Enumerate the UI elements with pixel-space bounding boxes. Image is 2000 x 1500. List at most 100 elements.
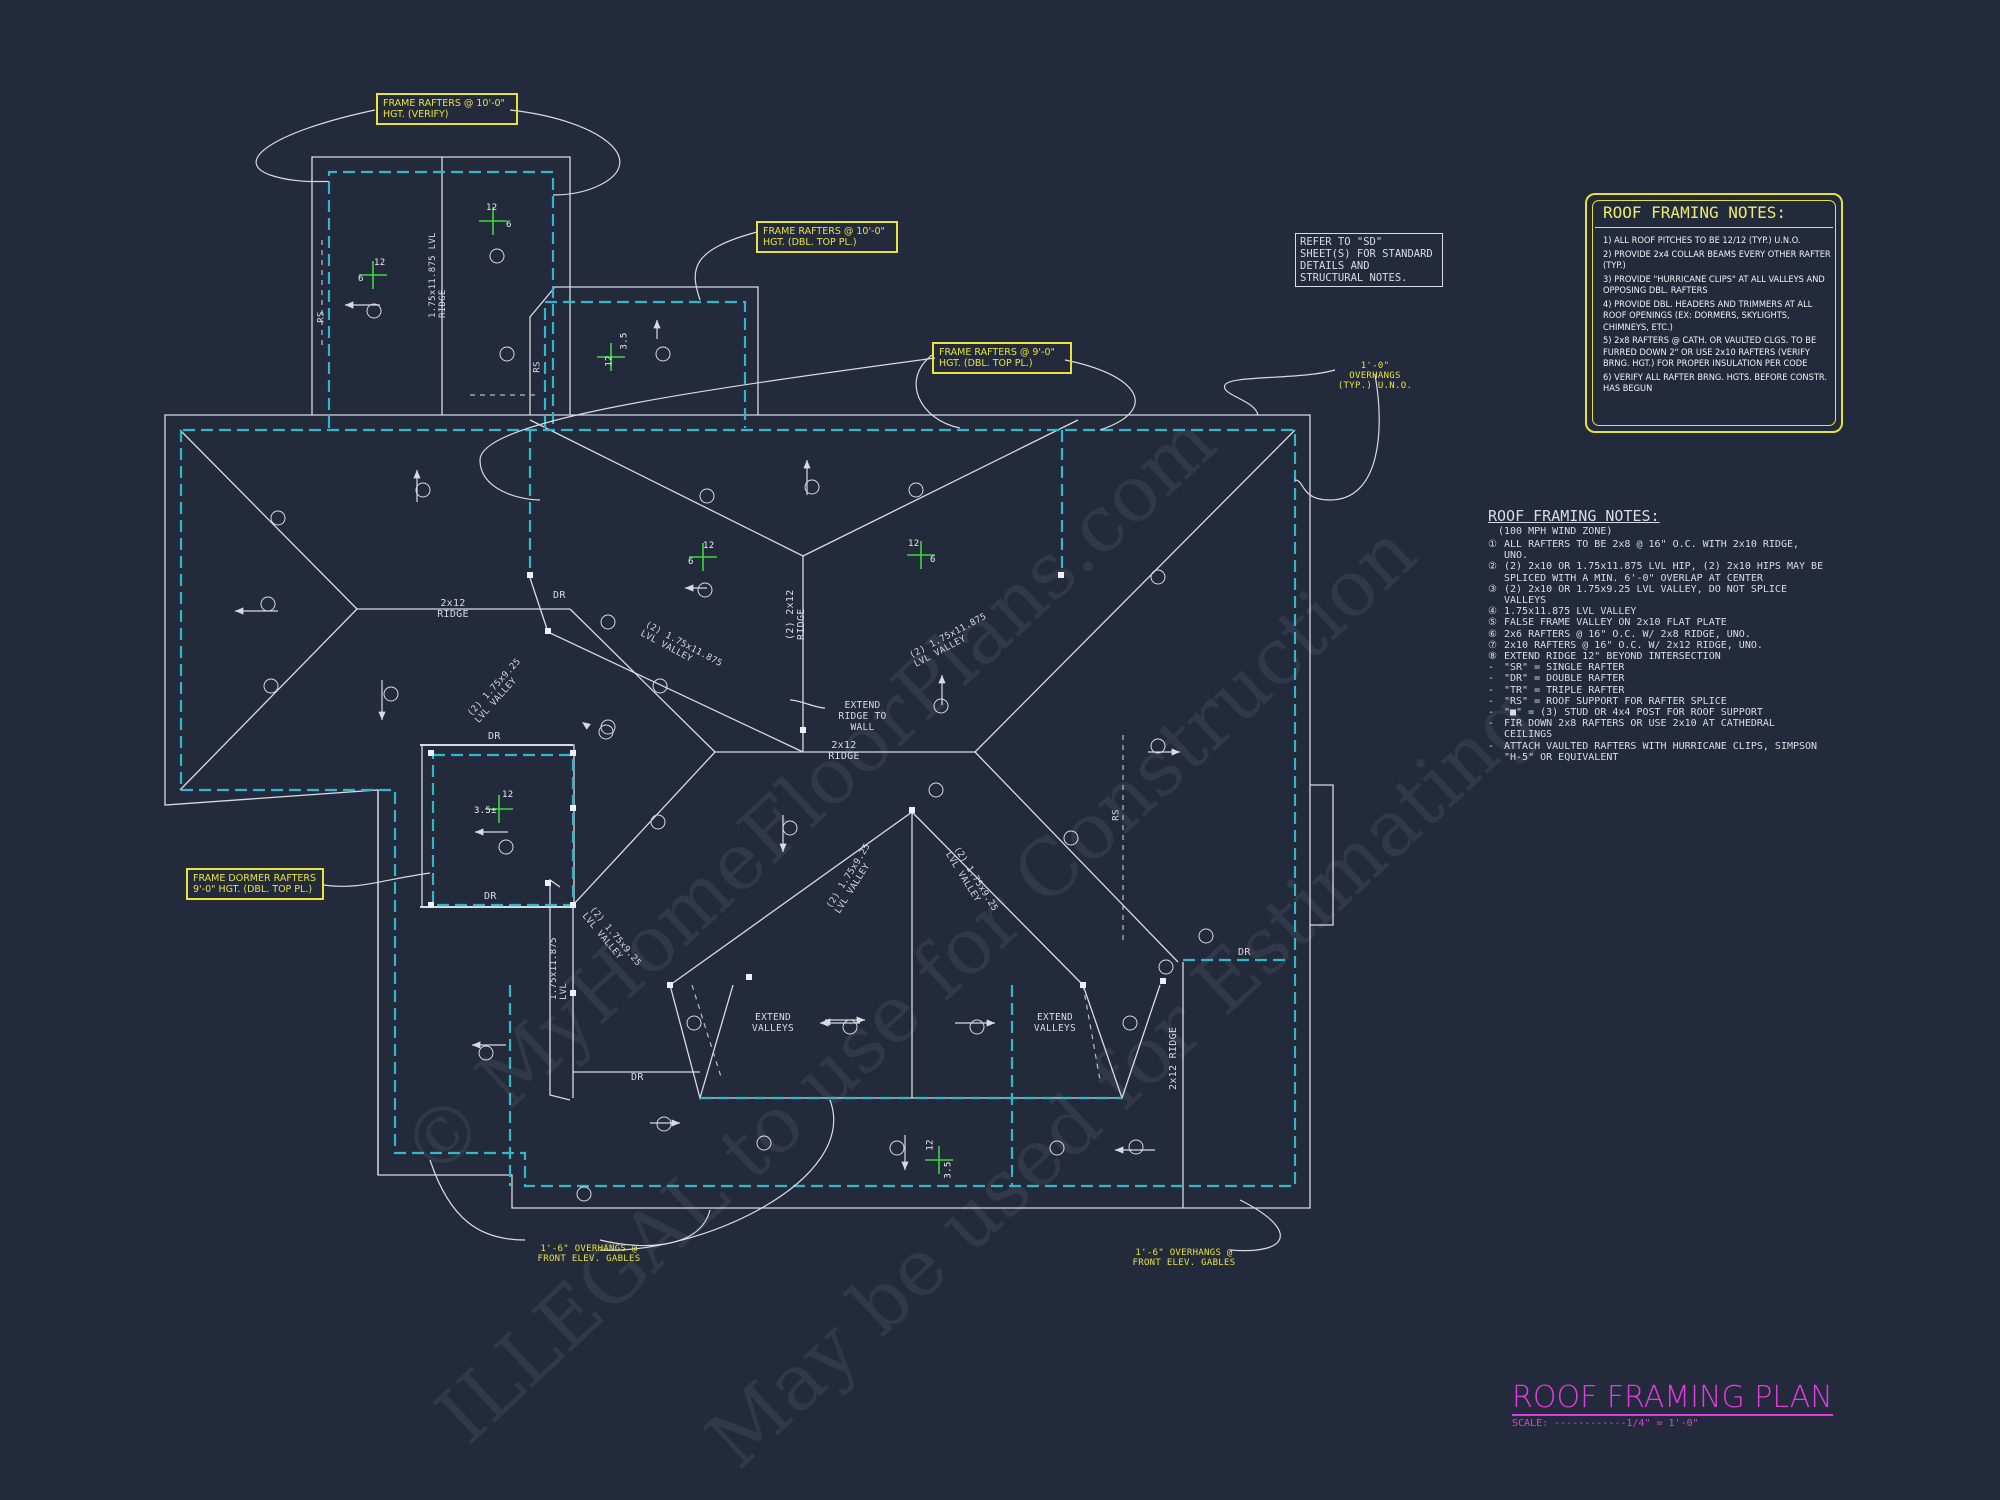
notes-list-item: ③ (2) 2x10 OR 1.75x9.25 LVL VALLEY, DO NO…	[1488, 584, 1828, 606]
notes-list-item: ⑧ EXTEND RIDGE 12" BEYOND INTERSECTION	[1488, 651, 1828, 662]
notes-panel-item: 4) PROVIDE DBL. HEADERS AND TRIMMERS AT …	[1603, 298, 1813, 333]
notes-panel-list: 1) ALL ROOF PITCHES TO BE 12/12 (TYP.) U…	[1603, 235, 1831, 397]
notes-list-marker: ①	[1488, 539, 1497, 550]
drawing-title: ROOF FRAMING PLAN	[1512, 1380, 1833, 1416]
notes-list-subtitle: (100 MPH WIND ZONE)	[1498, 526, 1613, 537]
dr-label-5: DR	[1238, 947, 1251, 958]
notes-list-item: ⑦ 2x10 RAFTERS @ 16" O.C. W/ 2x12 RIDGE, …	[1488, 640, 1828, 651]
callout-refer-sd: REFER TO "SD" SHEET(S) FOR STANDARD DETA…	[1295, 233, 1443, 287]
notes-list-text: "DR" = DOUBLE RAFTER	[1504, 673, 1625, 685]
notes-panel-item: 3) PROVIDE "HURRICANE CLIPS" AT ALL VALL…	[1603, 273, 1825, 297]
roof-framing-notes-list: ROOF FRAMING NOTES: (100 MPH WIND ZONE) …	[1488, 507, 1828, 763]
notes-list-marker: ⑧	[1488, 651, 1497, 663]
rs-label-2: RS	[532, 361, 543, 373]
dr-label-1: DR	[553, 590, 566, 601]
notes-list-marker: ④	[1488, 606, 1497, 618]
notes-panel-inner-border	[1592, 200, 1836, 426]
pitch-rise-3: 12	[604, 355, 615, 367]
pitch-run-3: 3.5	[619, 332, 630, 350]
notes-list-marker: -	[1488, 740, 1495, 752]
extend-ridge-label: EXTEND RIDGE TO WALL	[838, 700, 887, 733]
lvl-left-vertical-label: 1.75x11.875 LVL	[549, 937, 569, 1000]
notes-list-text: FIR DOWN 2x8 RAFTERS OR USE 2x10 AT CATH…	[1504, 718, 1775, 741]
callout-rafters-mid: FRAME RAFTERS @ 10'-0" HGT. (DBL. TOP PL…	[756, 221, 898, 253]
notes-list-marker: -	[1488, 684, 1495, 696]
callout-rafters-top: FRAME RAFTERS @ 10'-0" HGT. (VERIFY)	[376, 93, 518, 125]
drawing-scale: SCALE: ------------1/4" = 1'-0"	[1512, 1418, 1699, 1429]
notes-list-item: -"RS" = ROOF SUPPORT FOR RAFTER SPLICE	[1488, 696, 1828, 707]
notes-panel-divider	[1595, 227, 1833, 228]
notes-list-text: FALSE FRAME VALLEY ON 2x10 FLAT PLATE	[1504, 617, 1727, 629]
notes-list-text: 1.75x11.875 LVL VALLEY	[1504, 606, 1637, 618]
pitch-run-4: 6	[688, 557, 694, 567]
pitch-rise-1: 12	[374, 258, 386, 268]
dr-label-4: DR	[631, 1072, 644, 1083]
callout-overhang-typ: 1'-0" OVERHANGS (TYP.) U.N.O.	[1337, 361, 1413, 391]
pitch-rise-4: 12	[703, 541, 715, 551]
dr-label-2: DR	[488, 731, 501, 742]
notes-list-marker: -	[1488, 707, 1495, 719]
notes-list-text: 2x10 RAFTERS @ 16" O.C. W/ 2x12 RIDGE, U…	[1504, 639, 1763, 651]
pitch-run-7: 3.5	[943, 1161, 954, 1179]
notes-panel-item: 1) ALL ROOF PITCHES TO BE 12/12 (TYP.) U…	[1603, 235, 1801, 246]
notes-panel-item: 6) VERIFY ALL RAFTER BRNG. HGTS. BEFORE …	[1603, 371, 1827, 395]
notes-list-text: "TR" = TRIPLE RAFTER	[1504, 684, 1625, 696]
notes-list-marker: -	[1488, 718, 1495, 730]
rs-label-3: RS	[1111, 809, 1122, 821]
notes-list-text: "SR" = SINGLE RAFTER	[1504, 662, 1625, 674]
ridge-left-label: 2x12 RIDGE	[437, 598, 469, 620]
pitch-rise-5: 12	[908, 539, 920, 549]
notes-list-text: ALL RAFTERS TO BE 2x8 @ 16" O.C. WITH 2x…	[1504, 539, 1800, 562]
pitch-run-5: 6	[930, 555, 936, 565]
callout-rafters-9: FRAME RAFTERS @ 9'-0" HGT. (DBL. TOP PL.…	[932, 342, 1072, 374]
extend-valleys-left-label: EXTEND VALLEYS	[751, 1012, 795, 1034]
callout-overhang-left: 1'-6" OVERHANGS @ FRONT ELEV. GABLES	[537, 1244, 641, 1264]
notes-panel-item: 2) PROVIDE 2x4 COLLAR BEAMS EVERY OTHER …	[1603, 248, 1831, 272]
pitch-run-1: 6	[358, 274, 364, 284]
pitch-rise-6: 12	[502, 790, 514, 800]
notes-list-text: "RS" = ROOF SUPPORT FOR RAFTER SPLICE	[1504, 695, 1727, 707]
notes-list-title: ROOF FRAMING NOTES:	[1488, 507, 1660, 525]
pitch-rise-7: 12	[925, 1139, 936, 1151]
ridge-vertical-label: (2) 2x12 RIDGE	[785, 589, 807, 640]
notes-list-item: -FIR DOWN 2x8 RAFTERS OR USE 2x10 AT CAT…	[1488, 718, 1828, 740]
roof-outline	[164, 156, 1334, 1209]
pitch-run-6: 3.5±	[474, 806, 497, 816]
notes-list-item: ② (2) 2x10 OR 1.75x11.875 LVL HIP, (2) 2x…	[1488, 561, 1828, 583]
notes-list-text: 2x6 RAFTERS @ 16" O.C. W/ 2x8 RIDGE, UNO…	[1504, 628, 1751, 640]
notes-panel-title: ROOF FRAMING NOTES:	[1603, 203, 1787, 222]
notes-list-item: -"DR" = DOUBLE RAFTER	[1488, 673, 1828, 684]
notes-list-items: ① ALL RAFTERS TO BE 2x8 @ 16" O.C. WITH 2…	[1488, 539, 1828, 763]
callout-dormer: FRAME DORMER RAFTERS 9'-0" HGT. (DBL. TO…	[186, 868, 324, 900]
notes-list-text: (2) 2x10 OR 1.75x9.25 LVL VALLEY, DO NOT…	[1504, 583, 1787, 607]
notes-list-text: "■" = (3) STUD OR 4x4 POST FOR ROOF SUPP…	[1504, 707, 1763, 719]
lvl-ridge-top-label: 1.75x11.875 LVL RIDGE	[428, 232, 448, 318]
notes-list-item: -"TR" = TRIPLE RAFTER	[1488, 685, 1828, 696]
notes-list-item: ④ 1.75x11.875 LVL VALLEY	[1488, 606, 1828, 617]
notes-list-marker: -	[1488, 695, 1495, 707]
extend-valleys-right-label: EXTEND VALLEYS	[1033, 1012, 1077, 1034]
rs-label-1: RS	[316, 311, 327, 323]
notes-list-text: (2) 2x10 OR 1.75x11.875 LVL HIP, (2) 2x1…	[1504, 561, 1824, 584]
notes-list-item: -ATTACH VAULTED RAFTERS WITH HURRICANE C…	[1488, 741, 1828, 763]
dr-label-3: DR	[484, 891, 497, 902]
notes-list-item: -"■" = (3) STUD OR 4x4 POST FOR ROOF SUP…	[1488, 707, 1828, 718]
notes-list-item: -"SR" = SINGLE RAFTER	[1488, 662, 1828, 673]
notes-list-item: ⑤ FALSE FRAME VALLEY ON 2x10 FLAT PLATE	[1488, 617, 1828, 628]
roof-framing-notes-panel: ROOF FRAMING NOTES: 1) ALL ROOF PITCHES …	[1585, 193, 1843, 433]
pitch-rise-2: 12	[486, 203, 498, 213]
ridge-center-label: 2x12 RIDGE	[828, 740, 860, 762]
dashed-walls	[179, 170, 1297, 1188]
ridge-right-vertical-label: 2x12 RIDGE	[1168, 1026, 1179, 1090]
notes-panel-item: 5) 2x8 RAFTERS @ CATH. OR VAULTED CLGS. …	[1603, 335, 1817, 369]
notes-list-marker: ③	[1488, 583, 1497, 595]
notes-list-marker: ⑦	[1488, 639, 1497, 651]
notes-list-marker: -	[1488, 662, 1495, 674]
notes-list-marker: ⑥	[1488, 628, 1497, 640]
notes-list-marker: ②	[1488, 561, 1497, 573]
notes-list-marker: ⑤	[1488, 617, 1497, 629]
notes-list-text: EXTEND RIDGE 12" BEYOND INTERSECTION	[1504, 651, 1721, 663]
notes-list-text: ATTACH VAULTED RAFTERS WITH HURRICANE CL…	[1504, 740, 1818, 763]
notes-list-item: ⑥ 2x6 RAFTERS @ 16" O.C. W/ 2x8 RIDGE, UN…	[1488, 629, 1828, 640]
